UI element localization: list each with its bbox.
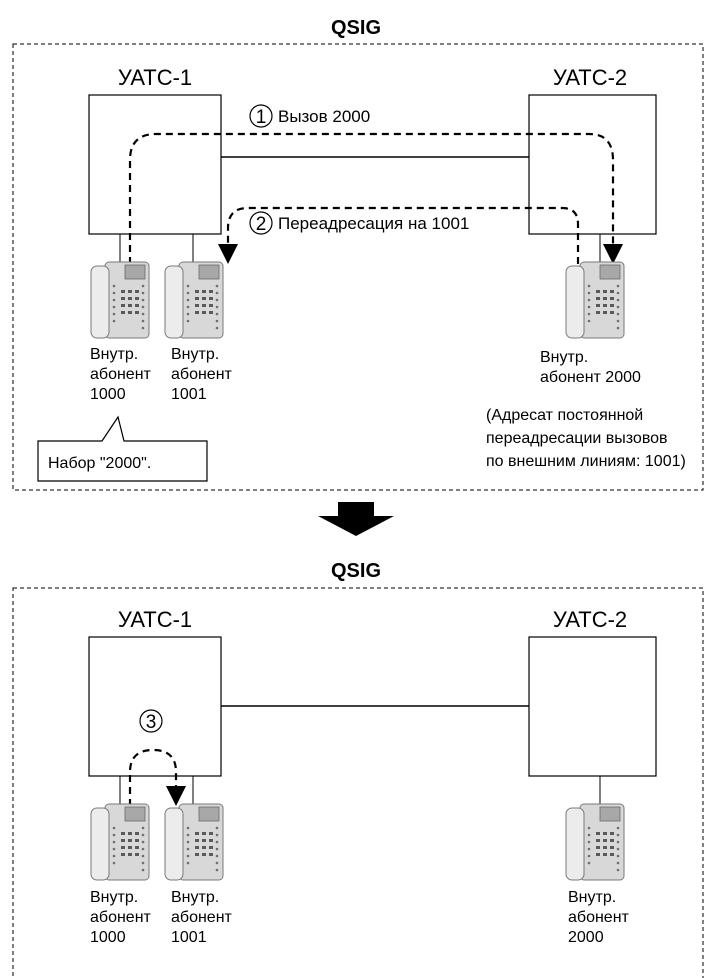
top-step2-circle bbox=[249, 211, 273, 235]
top-scenario: QSIG УАТС-1 УАТС-2 1 Вызов 2000 2 Переад… bbox=[12, 17, 704, 491]
top-dial-callout bbox=[37, 415, 208, 482]
down-arrow-icon bbox=[318, 502, 394, 536]
top-note-line2: переадресации вызовов bbox=[486, 430, 668, 447]
top-step2-number: 2 bbox=[256, 214, 267, 235]
top-ext1000-line1: Внутр. bbox=[90, 346, 138, 363]
top-call2-path bbox=[226, 206, 580, 264]
bottom-pbx1-box bbox=[88, 636, 222, 777]
top-ext2000-phone-icon bbox=[565, 261, 625, 339]
top-call1-path bbox=[128, 132, 615, 264]
bottom-qsig-frame bbox=[12, 587, 704, 978]
top-pbx1-box bbox=[88, 94, 222, 235]
bottom-step3-number: 3 bbox=[146, 712, 157, 733]
bottom-ext1000-phone-icon bbox=[90, 803, 150, 881]
top-qsig-frame bbox=[12, 43, 704, 491]
top-ext1001-line3: 1001 bbox=[171, 386, 207, 403]
top-step1-text: Вызов 2000 bbox=[278, 107, 370, 126]
top-step2-text: Переадресация на 1001 bbox=[278, 214, 469, 233]
top-ext2000-line1: Внутр. bbox=[540, 349, 588, 366]
top-ext2000-line2: абонент 2000 bbox=[540, 369, 641, 386]
bottom-title: QSIG bbox=[331, 560, 381, 582]
bottom-call3-arrowhead bbox=[166, 786, 186, 806]
bottom-ext2000-line2: абонент bbox=[568, 909, 630, 926]
bottom-step3-circle bbox=[139, 709, 163, 733]
top-title: QSIG bbox=[331, 17, 381, 39]
bottom-ext1000-line1: Внутр. bbox=[90, 889, 138, 906]
bottom-ext2000-line3: 2000 bbox=[568, 929, 604, 946]
top-note-line1: (Адресат постоянной bbox=[486, 407, 643, 424]
bottom-ext1001-line2: абонент bbox=[171, 909, 233, 926]
top-step1-circle bbox=[249, 104, 273, 128]
bottom-ext1000-line3: 1000 bbox=[90, 929, 126, 946]
bottom-ext1000-line2: абонент bbox=[90, 909, 152, 926]
top-call2-arrowhead bbox=[218, 244, 238, 264]
top-step1-number: 1 bbox=[256, 107, 267, 128]
bottom-ext1001-line3: 1001 bbox=[171, 929, 207, 946]
top-ext1001-line1: Внутр. bbox=[171, 346, 219, 363]
top-ext1001-phone-icon bbox=[164, 261, 224, 339]
bottom-pbx2-box bbox=[528, 636, 657, 777]
bottom-call3-path bbox=[128, 748, 178, 806]
bottom-ext1001-line1: Внутр. bbox=[171, 889, 219, 906]
top-pbx2-box bbox=[528, 94, 657, 235]
bottom-ext2000-phone-icon bbox=[565, 803, 625, 881]
bottom-pbx1-label: УАТС-1 bbox=[118, 607, 192, 632]
top-dial-callout-text: Набор "2000". bbox=[48, 455, 151, 472]
bottom-scenario: QSIG УАТС-1 УАТС-2 3 Внутр. абонент 1000… bbox=[12, 560, 704, 978]
top-ext1000-line3: 1000 bbox=[90, 386, 126, 403]
top-pbx1-label: УАТС-1 bbox=[118, 65, 192, 90]
top-pbx2-label: УАТС-2 bbox=[553, 65, 627, 90]
top-ext1000-line2: абонент bbox=[90, 366, 152, 383]
bottom-ext2000-line1: Внутр. bbox=[568, 889, 616, 906]
top-note-line3: по внешним линиям: 1001) bbox=[486, 453, 686, 470]
top-call1-arrowhead bbox=[603, 244, 623, 264]
bottom-ext1001-phone-icon bbox=[164, 803, 224, 881]
top-ext1000-phone-icon bbox=[90, 261, 150, 339]
top-ext1001-line2: абонент bbox=[171, 366, 233, 383]
bottom-pbx2-label: УАТС-2 bbox=[553, 607, 627, 632]
